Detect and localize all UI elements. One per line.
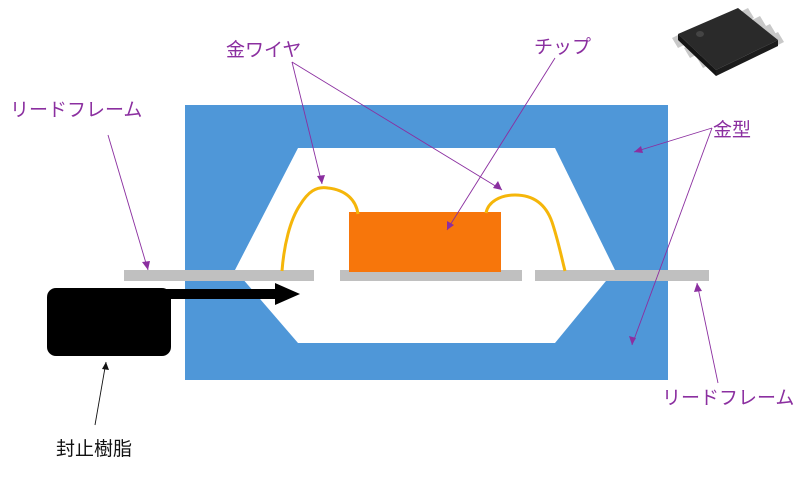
injection-arrow-head	[275, 283, 300, 305]
label-lead-frame-left: リードフレーム	[10, 99, 142, 121]
label-lead-frame-right: リードフレーム	[662, 387, 794, 409]
lead-frame-right	[535, 270, 709, 281]
pointer-encapsulant	[94, 361, 107, 426]
injection-arrow-shaft	[165, 289, 275, 299]
pointer-arrowheads	[102, 146, 702, 370]
chip	[349, 212, 501, 272]
pointer-lines	[94, 57, 719, 426]
label-chip: チップ	[534, 36, 591, 58]
pointer-lead-frame-right	[696, 282, 719, 384]
lead-frame-center	[340, 270, 522, 281]
pointer-mold-upper	[633, 127, 713, 153]
pointer-mold-lower	[631, 127, 713, 346]
label-mold: 金型	[713, 119, 751, 141]
pointer-gold-wire-right	[291, 61, 503, 191]
ic-package-image	[672, 8, 784, 76]
pointer-lead-frame-left	[107, 134, 149, 271]
gold-wire-right	[484, 193, 567, 272]
label-gold-wire: 金ワイヤ	[226, 39, 301, 61]
pointer-gold-wire-left	[291, 61, 323, 185]
encapsulant-block	[47, 288, 171, 356]
lead-frame-left	[124, 270, 314, 281]
gold-wire-left	[280, 186, 360, 272]
label-encapsulant: 封止樹脂	[56, 438, 132, 460]
pointer-chip	[446, 57, 556, 231]
